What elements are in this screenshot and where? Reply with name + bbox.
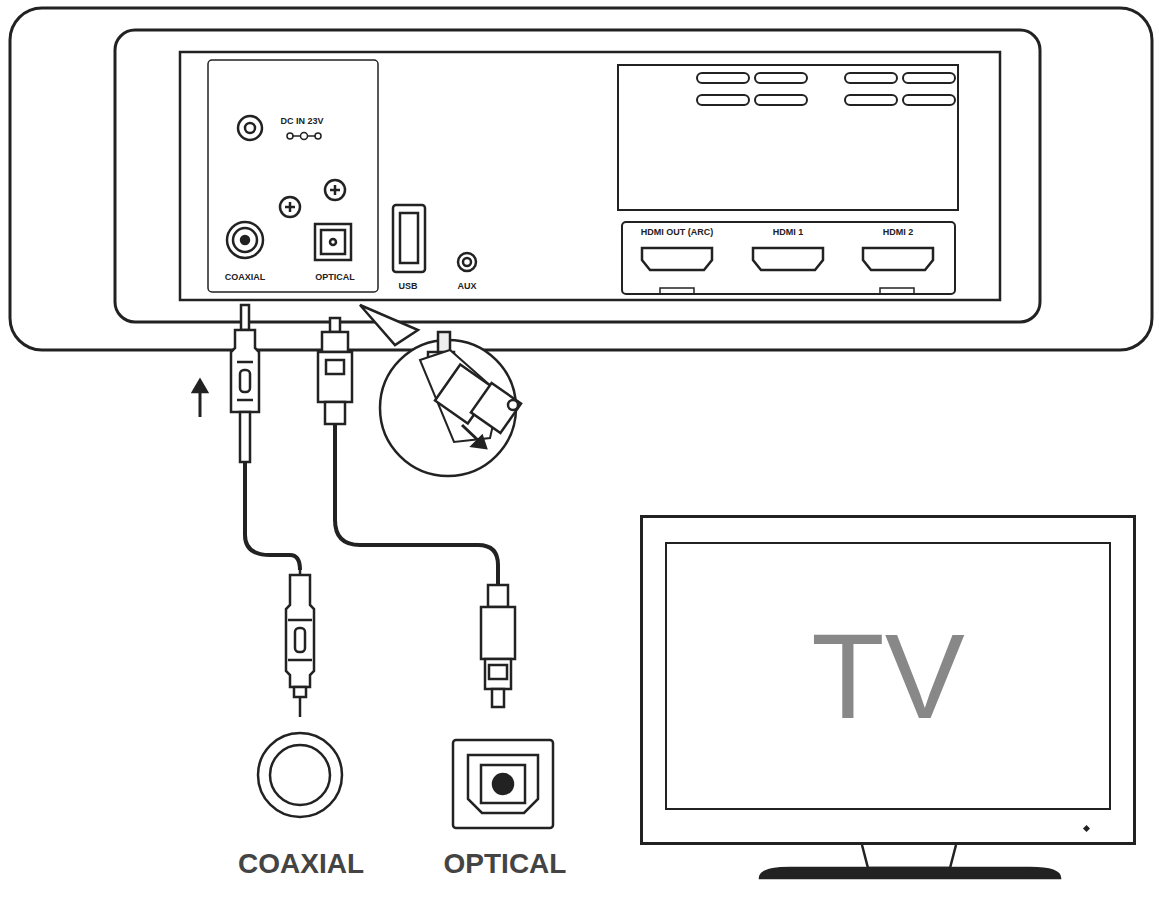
power-led xyxy=(1083,825,1090,832)
port-label: DC IN 23V xyxy=(280,117,323,126)
connector-type-label: COAXIAL xyxy=(238,850,364,878)
port-label: HDMI 1 xyxy=(773,228,804,237)
port-label: HDMI 2 xyxy=(883,228,914,237)
port-label: OPTICAL xyxy=(315,273,355,282)
port-label: AUX xyxy=(457,282,476,291)
tv-screen: TV xyxy=(640,515,1136,845)
tv-label: TV xyxy=(811,616,964,736)
port-label: USB xyxy=(398,282,417,291)
port-label: COAXIAL xyxy=(225,273,266,282)
connector-type-label: OPTICAL xyxy=(444,850,567,878)
screen-bezel: TV xyxy=(665,542,1111,810)
port-label: HDMI OUT (ARC) xyxy=(641,228,714,237)
